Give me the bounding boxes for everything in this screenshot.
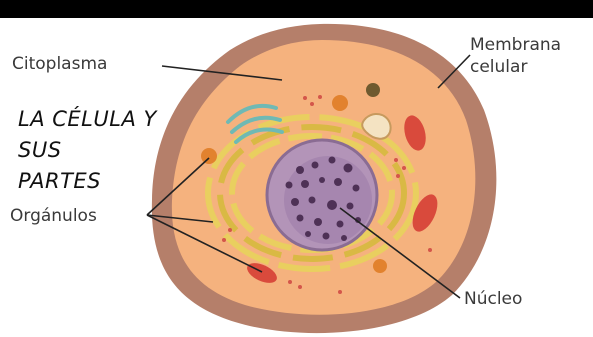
title-line-3: PARTES xyxy=(18,169,101,193)
label-citoplasma: Citoplasma xyxy=(12,55,107,75)
vesicle xyxy=(373,259,387,273)
title-line-1: LA CÉLULA Y xyxy=(18,107,157,131)
vesicle xyxy=(332,95,348,111)
vesicle xyxy=(201,148,217,164)
title-line-2: SUS xyxy=(18,138,62,162)
label-nucleo: Núcleo xyxy=(464,290,522,310)
label-organulos: Orgánulos xyxy=(10,207,97,227)
label-membrana: Membrana xyxy=(470,36,561,56)
label-celular: celular xyxy=(470,58,527,78)
vesicle xyxy=(366,83,380,97)
